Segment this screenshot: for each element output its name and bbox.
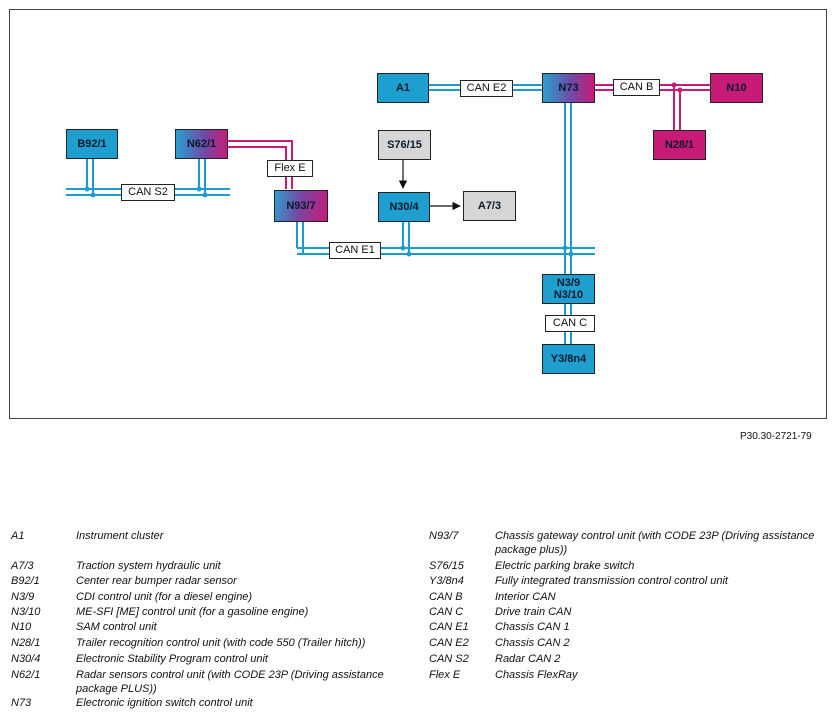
bus-label-can-e2: CAN E2 <box>460 80 513 97</box>
legend-desc: Traction system hydraulic unit <box>76 560 221 572</box>
legend-code: N3/10 <box>11 606 41 618</box>
unit-n30-4: N30/4 <box>378 192 430 222</box>
legend-code: CAN S2 <box>429 653 469 665</box>
legend-desc: Electronic Stability Program control uni… <box>76 653 268 665</box>
bus-label-flex-e: Flex E <box>267 160 313 177</box>
legend-code: N28/1 <box>11 637 41 649</box>
unit-a1: A1 <box>377 73 429 103</box>
unit-y3-8n4: Y3/8n4 <box>542 344 595 374</box>
legend-desc: Electric parking brake switch <box>495 560 635 572</box>
legend-desc: Center rear bumper radar sensor <box>76 575 237 587</box>
legend-code: N73 <box>11 697 32 709</box>
unit-n62-1: N62/1 <box>175 129 228 159</box>
legend-code: CAN C <box>429 606 464 618</box>
legend-desc: Electronic ignition switch control unit <box>76 697 253 709</box>
legend-desc: Chassis FlexRay <box>495 669 578 681</box>
legend-desc: Chassis CAN 1 <box>495 621 570 633</box>
legend-desc: Chassis gateway control unit (with CODE … <box>495 530 815 556</box>
legend-desc: Drive train CAN <box>495 606 572 618</box>
unit-b92-1: B92/1 <box>66 129 118 159</box>
legend-code: S76/15 <box>429 560 464 572</box>
legend-desc: SAM control unit <box>76 621 157 633</box>
figure-reference: P30.30-2721-79 <box>740 431 812 442</box>
legend-code: N93/7 <box>429 530 459 542</box>
signal-arrows <box>398 160 461 211</box>
legend-code: N10 <box>11 621 32 633</box>
unit-n93-7: N93/7 <box>274 190 328 222</box>
legend-desc: CDI control unit (for a diesel engine) <box>76 591 253 603</box>
legend-desc: Radar CAN 2 <box>495 653 561 665</box>
unit-a7-3: A7/3 <box>463 191 516 221</box>
bus-label-can-b: CAN B <box>613 79 660 96</box>
magenta-junction-dots <box>671 82 683 93</box>
legend-code: CAN E2 <box>429 637 469 649</box>
legend-code: Y3/8n4 <box>429 575 464 587</box>
unit-n3-9-n3-10: N3/9 N3/10 <box>542 274 595 304</box>
legend-code: N62/1 <box>11 669 41 681</box>
legend-desc: Trailer recognition control unit (with c… <box>76 637 366 649</box>
legend-code: A7/3 <box>11 560 34 572</box>
legend-code: CAN B <box>429 591 463 603</box>
unit-s76-15: S76/15 <box>378 130 431 160</box>
legend-code: A1 <box>11 530 25 542</box>
legend-desc: Instrument cluster <box>76 530 164 542</box>
bus-label-can-e1: CAN E1 <box>329 242 381 259</box>
legend-code: N30/4 <box>11 653 41 665</box>
legend-desc: Radar sensors control unit (with CODE 23… <box>76 669 384 695</box>
can-junction-dots <box>84 186 574 257</box>
unit-n73: N73 <box>542 73 595 103</box>
legend-desc: Fully integrated transmission control co… <box>495 575 728 587</box>
legend-desc: Chassis CAN 2 <box>495 637 570 649</box>
network-diagram: A1 N73 N10 N28/1 B92/1 N62/1 S76/15 N93/… <box>9 9 827 419</box>
bus-label-can-c: CAN C <box>545 315 595 332</box>
unit-n28-1: N28/1 <box>653 130 706 160</box>
legend-code: CAN E1 <box>429 621 469 633</box>
unit-n10: N10 <box>710 73 763 103</box>
legend-code: B92/1 <box>11 575 40 587</box>
bus-label-can-s2: CAN S2 <box>121 184 175 201</box>
legend-desc: ME-SFI [ME] control unit (for a gasoline… <box>76 606 309 618</box>
legend-desc: Interior CAN <box>495 591 556 603</box>
legend-code: N3/9 <box>11 591 35 603</box>
legend-code: Flex E <box>429 669 461 681</box>
